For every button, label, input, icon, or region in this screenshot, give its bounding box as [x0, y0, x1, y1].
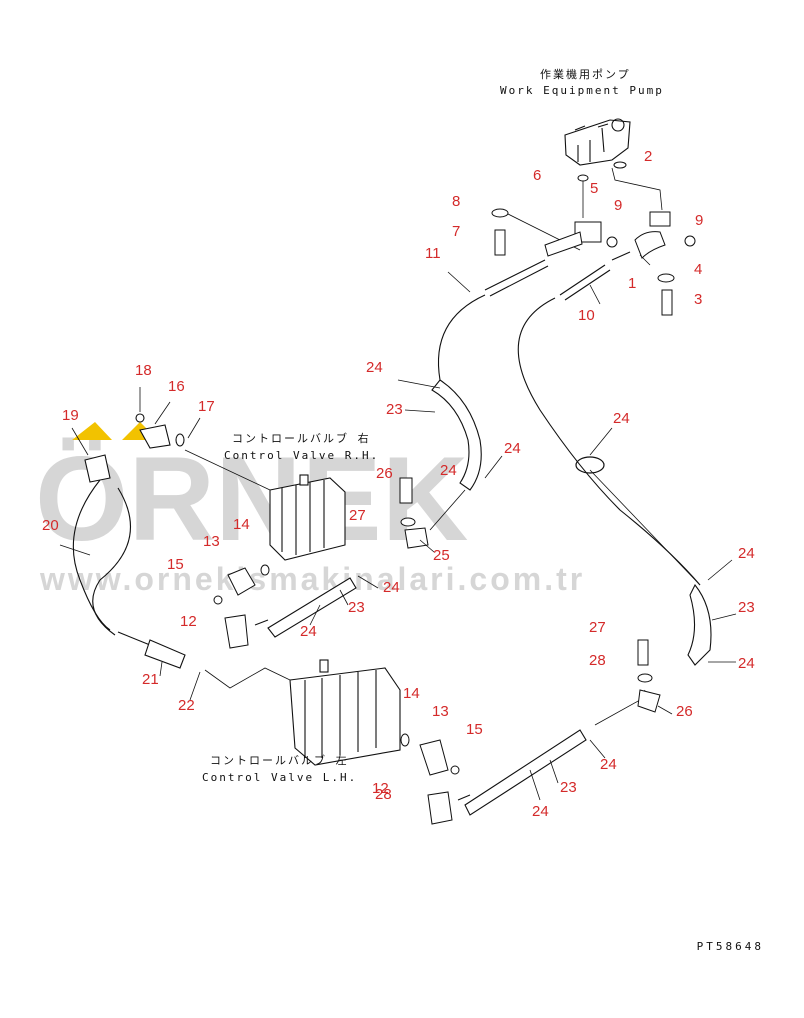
watermark: ÖRNEK www.ornekismakinalari.com.tr	[35, 422, 585, 597]
bolt-3	[661, 289, 673, 316]
spiral-guard-23-mid	[267, 577, 357, 638]
adapter-elbow	[544, 231, 583, 257]
watermark-accent-icon	[72, 422, 158, 440]
callout: 20	[42, 517, 59, 534]
document-code: PT58648	[696, 940, 764, 953]
control-valve-rh-label-en: Control Valve R.H.	[224, 449, 380, 462]
callout: 24	[383, 579, 400, 596]
callout: 9	[614, 197, 622, 214]
pump-label-jp: 作業機用ポンプ	[540, 68, 631, 81]
callout: 14	[403, 685, 420, 702]
rh-valve-fittings	[213, 477, 429, 649]
callout: 28	[375, 786, 392, 803]
flange-5	[574, 221, 602, 243]
callout: 4	[694, 261, 702, 278]
spiral-guard-23-lower	[464, 729, 587, 816]
callout: 10	[578, 307, 595, 324]
callout: 24	[532, 803, 549, 820]
callout: 2	[644, 148, 652, 165]
spiral-guards	[267, 379, 712, 816]
callout: 28	[589, 652, 606, 669]
o-ring-6	[577, 174, 589, 182]
hoses-pump	[437, 251, 701, 586]
callout: 24	[600, 756, 617, 773]
clamp-25	[575, 456, 605, 474]
watermark-brand: ÖRNEK	[35, 432, 468, 566]
callout: 24	[504, 440, 521, 457]
bolt-7	[494, 229, 506, 256]
leader-lines-pump	[499, 167, 663, 266]
callout: 23	[348, 599, 365, 616]
callout: 11	[425, 245, 441, 262]
control-valve-lh-label-jp: コントロールバルブ 左	[210, 754, 349, 767]
callout: 24	[613, 410, 630, 427]
callout: 13	[203, 533, 220, 550]
control-valve-lh-label-en: Control Valve L.H.	[202, 771, 358, 784]
callout: 22	[178, 697, 195, 714]
callout: 13	[432, 703, 449, 720]
control-valve-lh	[289, 659, 401, 766]
callout: 7	[452, 223, 460, 240]
o-ring-2	[613, 161, 627, 169]
spiral-guard-23-right	[687, 583, 712, 666]
bolt-9-right	[684, 235, 696, 247]
callout: 24	[300, 623, 317, 640]
lh-valve-fittings	[400, 639, 661, 825]
callout: 24	[440, 462, 457, 479]
spiral-guard-23-upper	[431, 379, 482, 491]
callout: 8	[452, 193, 460, 210]
callout: 21	[142, 671, 159, 688]
callout: 23	[386, 401, 403, 418]
watermark-url: www.ornekismakinalari.com.tr	[39, 561, 585, 597]
callout-leaders	[59, 271, 737, 801]
callout: 9	[695, 212, 703, 229]
control-valve-rh	[269, 474, 346, 561]
callout: 5	[590, 180, 598, 197]
callout: 12	[180, 613, 197, 630]
left-hose-assembly	[72, 413, 186, 669]
elbow-1	[634, 231, 666, 259]
callout: 23	[560, 779, 577, 796]
callout: 26	[376, 465, 393, 482]
callout: 15	[167, 556, 184, 573]
callout: 24	[366, 359, 383, 376]
callout: 27	[349, 507, 366, 524]
callout: 15	[466, 721, 483, 738]
callout: 16	[168, 378, 185, 395]
callout: 17	[198, 398, 215, 415]
callout: 3	[694, 291, 702, 308]
callout: 27	[589, 619, 606, 636]
callout: 24	[738, 545, 755, 562]
callout: 18	[135, 362, 152, 379]
callout: 23	[738, 599, 755, 616]
washer-8	[491, 208, 509, 218]
flange-split	[649, 211, 671, 227]
callout: 12	[372, 780, 389, 797]
pump-fittings	[491, 161, 696, 316]
callout: 19	[62, 407, 79, 424]
washer-4	[657, 273, 675, 283]
control-valve-rh-label-jp: コントロールバルブ 右	[232, 432, 371, 445]
callout: 1	[628, 275, 636, 292]
callout: 6	[533, 167, 541, 184]
callout: 25	[433, 547, 450, 564]
pump-label-en: Work Equipment Pump	[500, 84, 664, 97]
work-equipment-pump	[564, 118, 631, 166]
callout: 26	[676, 703, 693, 720]
callout: 14	[233, 516, 250, 533]
bolt-9-left	[606, 236, 618, 248]
callout: 24	[738, 655, 755, 672]
callouts: 1 2 3 4 5 6 7 8 9 9 10 11 12 12 13 13 14…	[42, 148, 755, 820]
